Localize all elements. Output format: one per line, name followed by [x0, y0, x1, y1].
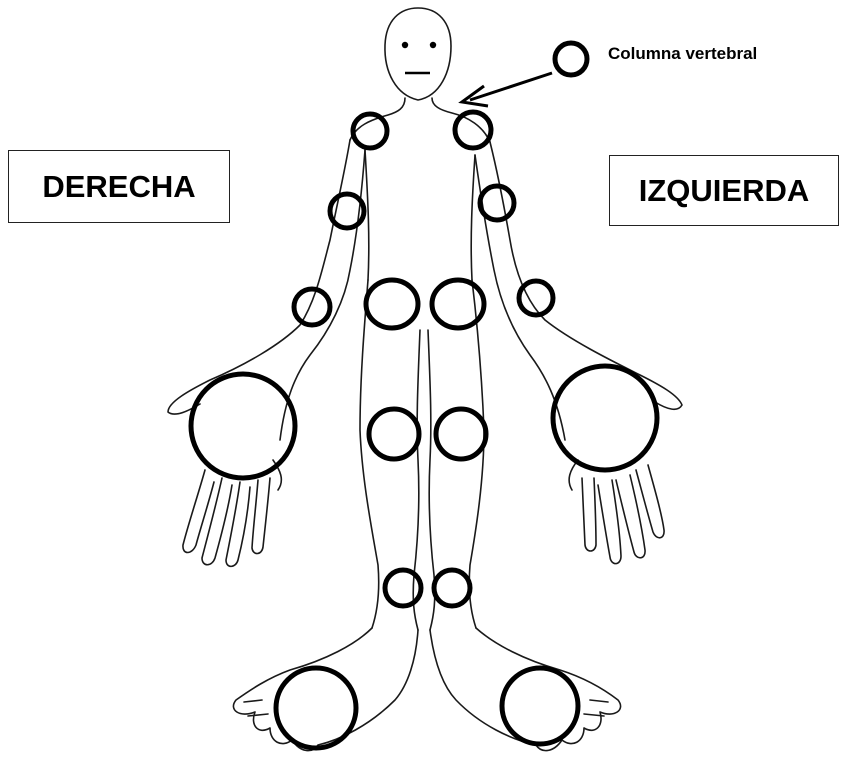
joint-left-shoulder[interactable] — [455, 112, 491, 148]
body-outline — [168, 8, 682, 751]
left-eye — [402, 42, 408, 48]
neck-shoulders-outline — [350, 98, 490, 142]
joint-left-foot[interactable] — [502, 668, 578, 744]
left-side-label: IZQUIERDA — [609, 155, 839, 226]
left-foot-outline — [430, 628, 621, 751]
joint-right-ankle[interactable] — [385, 570, 421, 606]
joint-left-hand[interactable] — [553, 366, 657, 470]
joint-right-foot[interactable] — [276, 668, 356, 748]
joint-left-knee[interactable] — [436, 409, 486, 459]
joint-markers — [191, 43, 657, 748]
joint-right-hand[interactable] — [191, 374, 295, 478]
right-foot-outline — [233, 628, 418, 751]
joint-right-hip[interactable] — [366, 280, 418, 328]
head-outline — [385, 8, 451, 100]
right-side-label: DERECHA — [8, 150, 230, 223]
joint-left-hip[interactable] — [432, 280, 484, 328]
right-eye — [430, 42, 436, 48]
spine-legend-marker[interactable] — [555, 43, 587, 75]
joint-right-wrist[interactable] — [294, 289, 330, 325]
torso-outline — [365, 150, 475, 280]
left-hand-fingers — [569, 460, 664, 564]
joint-right-shoulder[interactable] — [353, 114, 387, 148]
joint-left-elbow[interactable] — [480, 186, 514, 220]
spine-arrow — [462, 73, 552, 106]
joint-right-knee[interactable] — [369, 409, 419, 459]
joint-left-ankle[interactable] — [434, 570, 470, 606]
spine-label: Columna vertebral — [608, 44, 757, 64]
